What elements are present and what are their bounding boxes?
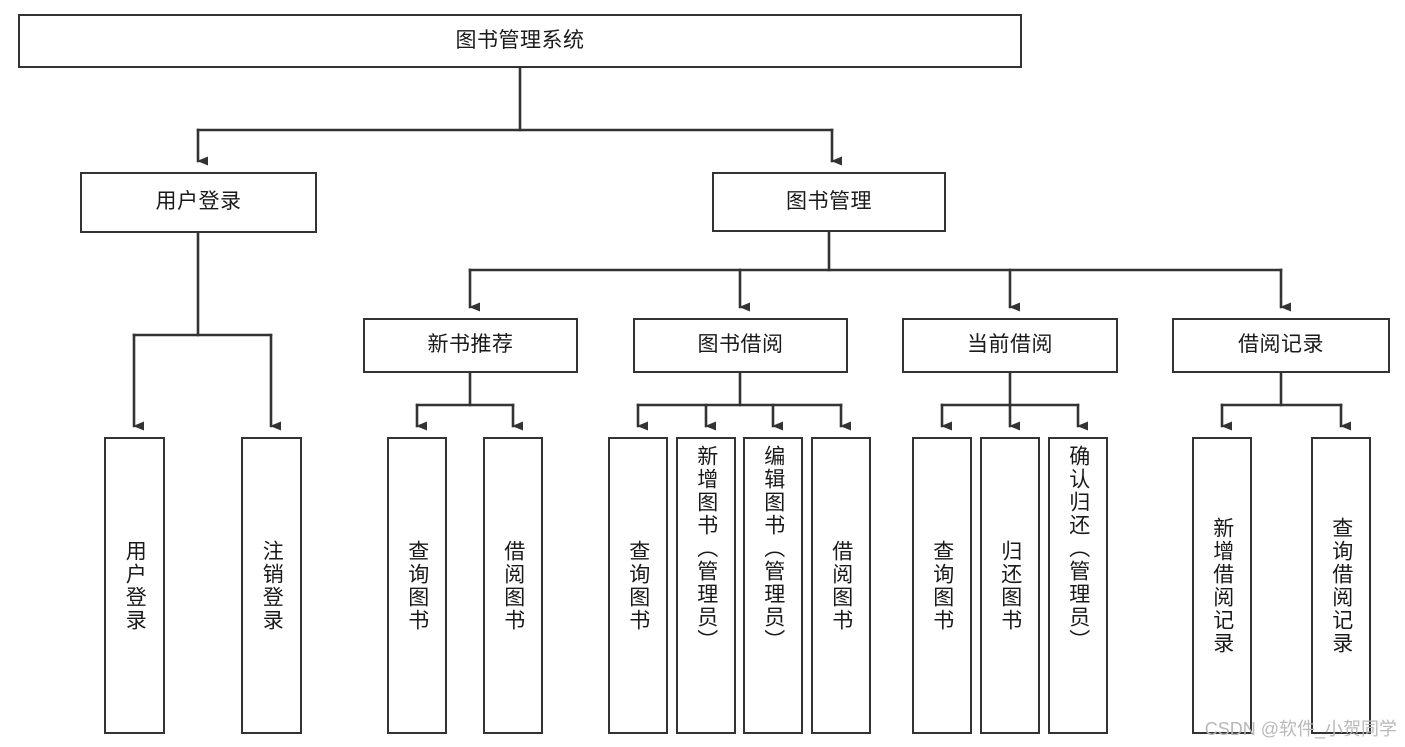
node-leaf-user-login-label: 用户登录 <box>123 539 147 632</box>
node-borrowing-records-label: 借阅记录 <box>1238 333 1324 357</box>
node-leaf-return-book[interactable]: 归还图书 <box>980 437 1040 734</box>
node-leaf-borrow-book-label: 借阅图书 <box>829 539 853 632</box>
node-leaf-query-books-borrow-label: 查询图书 <box>626 539 650 632</box>
node-user-login[interactable]: 用户登录 <box>80 172 317 233</box>
node-leaf-add-book-admin[interactable]: 新增图书（管理员） <box>676 437 736 734</box>
watermark: CSDN @软件_小贺同学 <box>1204 719 1397 739</box>
node-leaf-query-borrow-record-label: 查询借阅记录 <box>1329 516 1353 655</box>
node-leaf-query-books-new-label: 查询图书 <box>405 539 429 632</box>
node-leaf-return-book-label: 归还图书 <box>998 539 1022 632</box>
node-leaf-borrow-books-new[interactable]: 借阅图书 <box>483 437 543 734</box>
node-leaf-logout-label: 注销登录 <box>260 539 284 632</box>
node-root-label: 图书管理系统 <box>455 28 585 52</box>
node-book-borrowing[interactable]: 图书借阅 <box>633 318 848 373</box>
node-leaf-query-books-borrow[interactable]: 查询图书 <box>608 437 668 734</box>
node-leaf-query-books-current[interactable]: 查询图书 <box>912 437 972 734</box>
node-leaf-query-borrow-record[interactable]: 查询借阅记录 <box>1311 437 1371 734</box>
node-leaf-query-books-current-label: 查询图书 <box>930 539 954 632</box>
node-user-login-label: 用户登录 <box>155 190 242 214</box>
node-leaf-query-books-new[interactable]: 查询图书 <box>387 437 447 734</box>
node-leaf-edit-book-admin-label: 编辑图书（管理员） <box>761 445 785 652</box>
node-book-management-label: 图书管理 <box>786 189 872 213</box>
node-current-borrowing[interactable]: 当前借阅 <box>902 318 1118 373</box>
node-root[interactable]: 图书管理系统 <box>18 14 1022 68</box>
node-leaf-logout[interactable]: 注销登录 <box>241 437 302 734</box>
node-leaf-confirm-return-admin-label: 确认归还（管理员） <box>1066 445 1090 652</box>
node-leaf-add-book-admin-label: 新增图书（管理员） <box>694 445 718 652</box>
node-leaf-add-borrow-record-label: 新增借阅记录 <box>1210 516 1234 655</box>
node-leaf-add-borrow-record[interactable]: 新增借阅记录 <box>1192 437 1252 734</box>
node-book-borrowing-label: 图书借阅 <box>697 333 784 357</box>
node-leaf-borrow-book[interactable]: 借阅图书 <box>811 437 871 734</box>
node-leaf-edit-book-admin[interactable]: 编辑图书（管理员） <box>743 437 803 734</box>
node-leaf-borrow-books-new-label: 借阅图书 <box>501 539 525 632</box>
node-new-book-recommendation[interactable]: 新书推荐 <box>363 318 578 373</box>
node-leaf-user-login[interactable]: 用户登录 <box>104 437 165 734</box>
node-borrowing-records[interactable]: 借阅记录 <box>1172 318 1390 373</box>
node-book-management[interactable]: 图书管理 <box>712 172 946 232</box>
node-leaf-confirm-return-admin[interactable]: 确认归还（管理员） <box>1048 437 1108 734</box>
node-new-book-recommendation-label: 新书推荐 <box>427 333 514 357</box>
node-current-borrowing-label: 当前借阅 <box>967 333 1053 357</box>
